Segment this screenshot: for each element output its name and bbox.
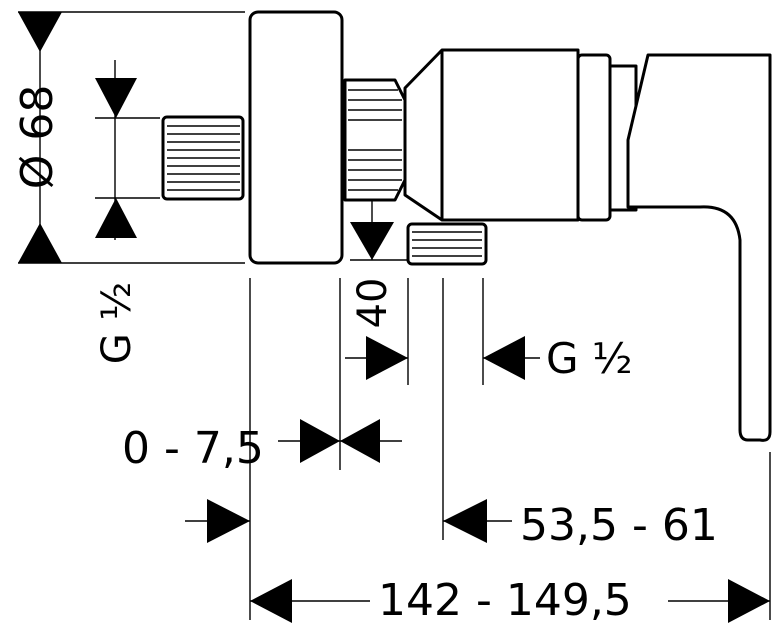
outlet-thread-lines	[412, 231, 482, 257]
arrowhead-down	[350, 222, 394, 260]
arrowhead-down	[18, 12, 62, 52]
arrowhead-left	[340, 419, 380, 463]
arrowhead-right	[366, 336, 408, 380]
mixer-body	[161, 10, 772, 442]
arrowhead-down	[95, 78, 137, 118]
arrowhead-left	[483, 336, 525, 380]
label-outlet-thread: G ½	[546, 334, 633, 383]
label-total-length: 142 - 149,5	[378, 575, 632, 626]
lever-handle	[626, 53, 772, 442]
threaded-sleeve	[343, 78, 407, 202]
label-outlet-distance: 53,5 - 61	[520, 500, 718, 551]
mixer-housing	[403, 48, 580, 222]
dimension-labels: Ø 68 G ½ 40 G ½ 0 - 7,5 53,5 - 61 142 - …	[12, 85, 718, 626]
arrowhead-up	[18, 223, 62, 263]
label-outer-diameter: Ø 68	[12, 85, 63, 190]
inlet-thread-lines	[167, 125, 240, 191]
arrowhead-right	[300, 419, 340, 463]
arrowhead-left	[443, 499, 487, 543]
outlet-thread	[406, 222, 488, 266]
arrowhead-left	[250, 579, 292, 623]
label-adjustment-range: 0 - 7,5	[122, 423, 264, 474]
arrowhead-right	[728, 579, 770, 623]
arrowhead-up	[95, 198, 137, 238]
label-depth: 40	[350, 278, 396, 329]
label-inlet-thread: G ½	[94, 282, 140, 364]
sleeve-thread-lines	[348, 89, 402, 191]
wall-rosette	[248, 10, 344, 265]
cartridge-cap	[576, 53, 612, 222]
arrowhead-right	[207, 499, 250, 543]
